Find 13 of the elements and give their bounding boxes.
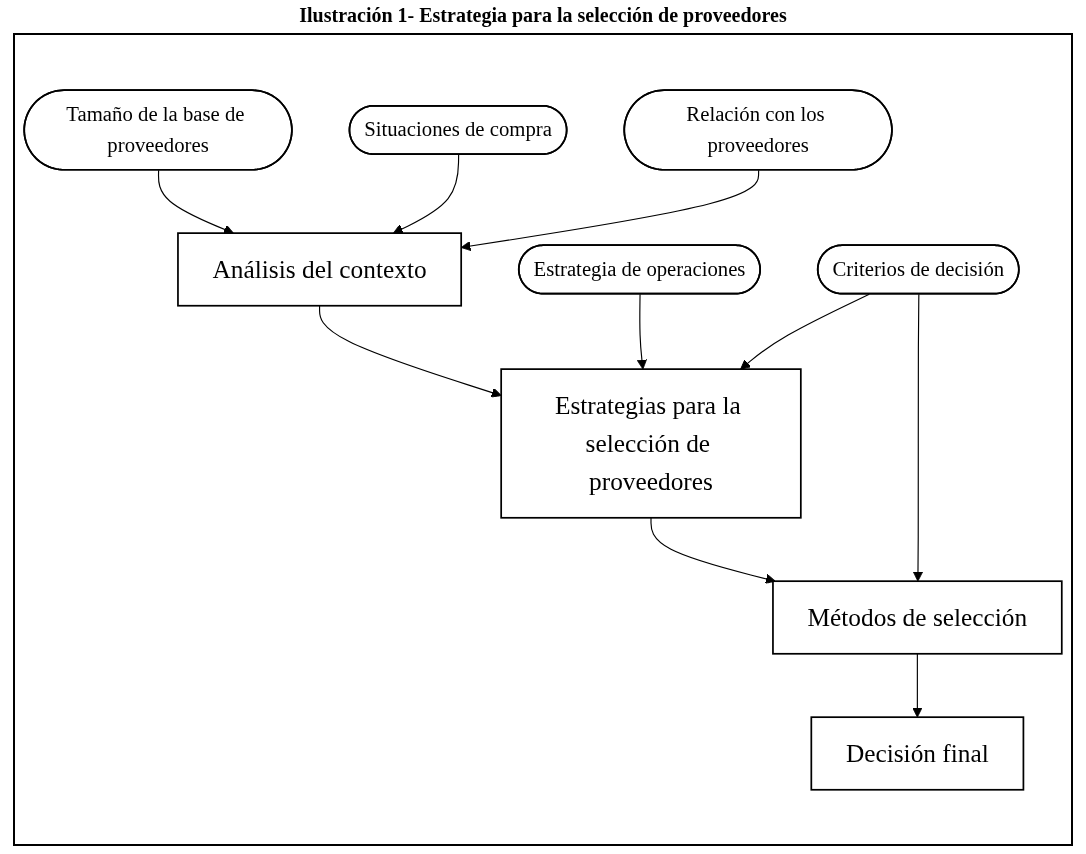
node-box: Análisis del contexto [177, 231, 463, 307]
arrow [650, 516, 776, 584]
arrow [157, 169, 234, 234]
arrow [912, 652, 923, 718]
diagram-title: Ilustración 1- Estrategia para la selección de proveedores [299, 4, 787, 27]
arrow [319, 304, 502, 398]
node-box: Estrategias para la selección de proveedores [500, 367, 802, 519]
arrow [393, 153, 460, 234]
arrow [636, 293, 647, 370]
arrow [912, 293, 924, 582]
node-box: Métodos de selección [772, 579, 1063, 655]
node-box: Decisión final [810, 715, 1025, 791]
arrow [740, 293, 870, 370]
